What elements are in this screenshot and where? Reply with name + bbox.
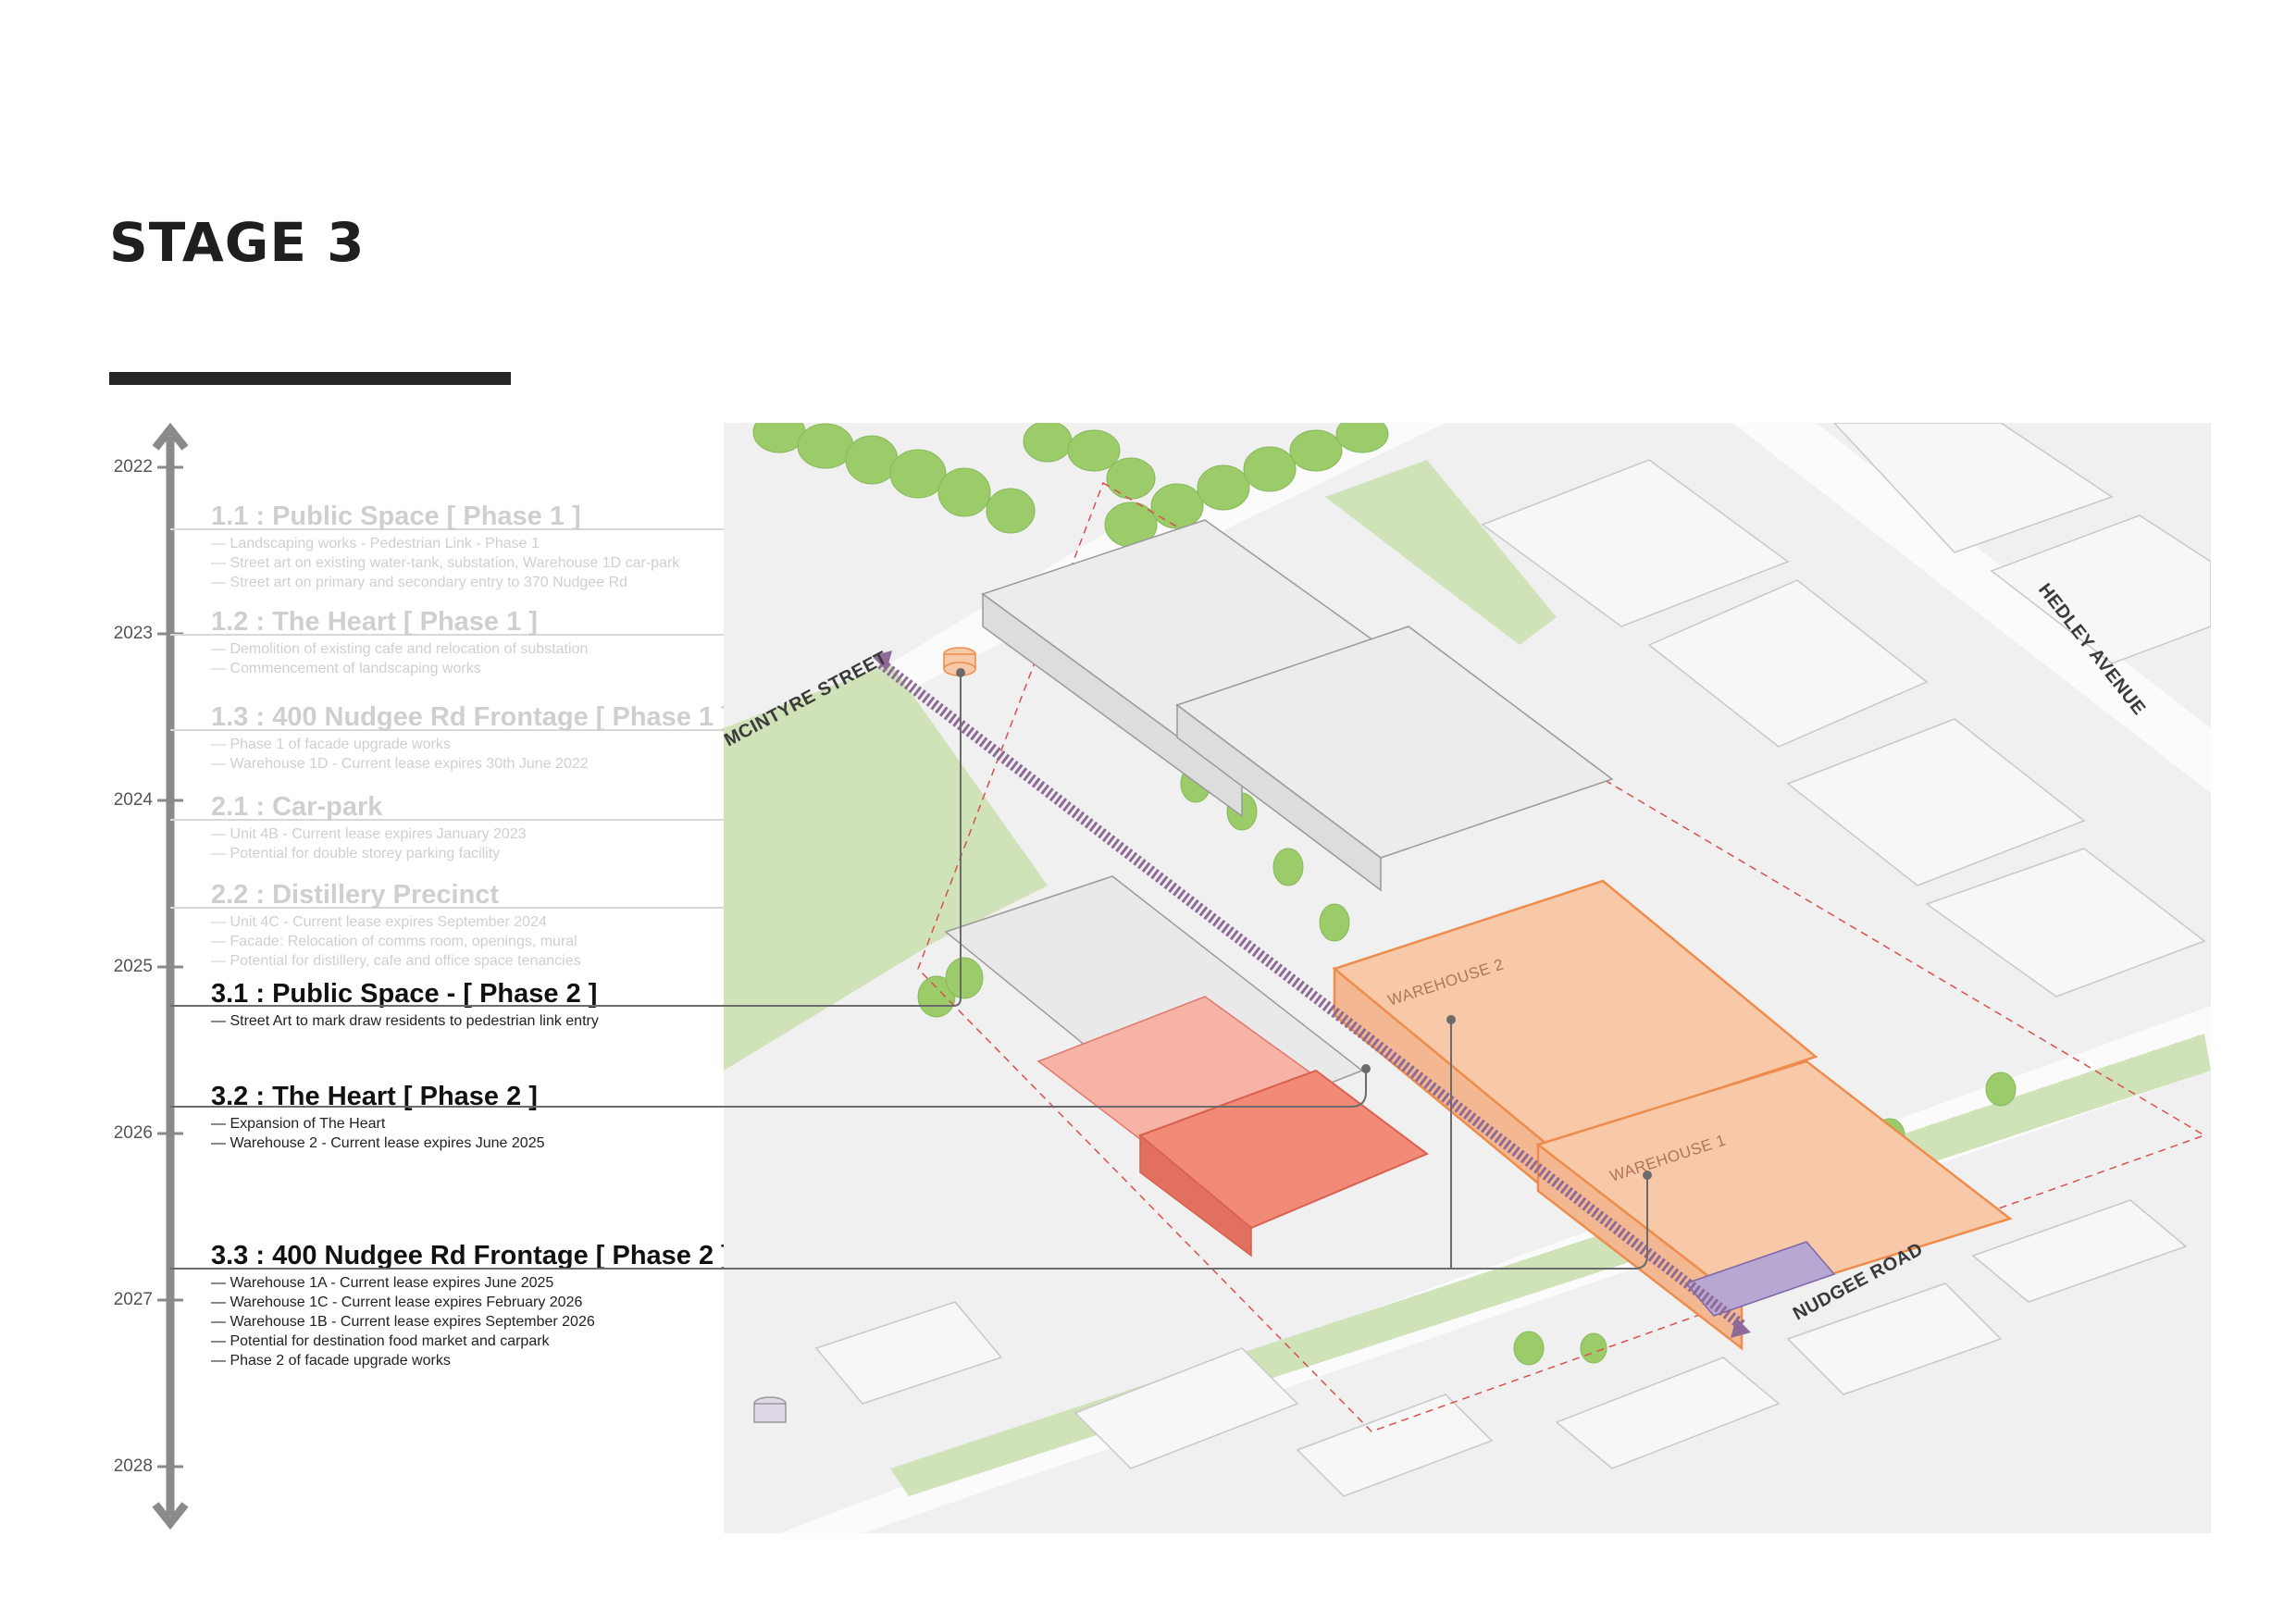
- year-label: 2028: [113, 1456, 153, 1476]
- timeline-arrow-down-icon: [152, 1502, 189, 1530]
- phase-item: Potential for double storey parking faci…: [211, 844, 527, 863]
- year-label: 2024: [113, 790, 153, 810]
- phase-title: 3.3 : 400 Nudgee Rd Frontage [ Phase 2 ]: [211, 1241, 730, 1270]
- context-blocks: [814, 423, 2211, 1497]
- phase-item: Landscaping works - Pedestrian Link - Ph…: [211, 534, 679, 553]
- page-title: STAGE 3: [109, 211, 366, 274]
- phase-title: 1.2 : The Heart [ Phase 1 ]: [211, 607, 538, 637]
- substation-icon: [753, 1396, 787, 1423]
- phase-item: Potential for destination food market an…: [211, 1332, 730, 1351]
- phase-item: Phase 1 of facade upgrade works: [211, 735, 730, 754]
- phase-item: Potential for distillery, cafe and offic…: [211, 951, 580, 971]
- phase-3-1: 3.1 : Public Space - [ Phase 2 ]Street A…: [211, 978, 599, 1031]
- water-tank-icon: [943, 647, 976, 676]
- phase-item: Warehouse 1C - Current lease expires Feb…: [211, 1293, 730, 1312]
- phase-title: 2.2 : Distillery Precinct: [211, 880, 500, 910]
- phase-item: Expansion of The Heart: [211, 1114, 545, 1134]
- phase-title: 1.1 : Public Space [ Phase 1 ]: [211, 502, 581, 531]
- phase-2-2: 2.2 : Distillery PrecinctUnit 4C - Curre…: [211, 879, 581, 971]
- grey-warehouses: [981, 519, 1614, 892]
- phase-item: Unit 4C - Current lease expires Septembe…: [211, 912, 581, 932]
- phase-3-3: 3.3 : 400 Nudgee Rd Frontage [ Phase 2 ]…: [211, 1240, 730, 1370]
- phase-item: Demolition of existing cafe and relocati…: [211, 639, 588, 659]
- phase-item: Warehouse 1B - Current lease expires Sep…: [211, 1312, 730, 1332]
- year-label: 2023: [113, 624, 153, 643]
- phase-item: Phase 2 of facade upgrade works: [211, 1351, 730, 1370]
- phase-item: Street Art to mark draw residents to ped…: [211, 1011, 598, 1031]
- year-label: 2022: [113, 457, 153, 477]
- phase-3-2: 3.2 : The Heart [ Phase 2 ] Expansion of …: [211, 1081, 545, 1153]
- phase-item: Street art on primary and secondary entr…: [211, 573, 679, 592]
- phase-1-2: 1.2 : The Heart [ Phase 1 ]Demolition of…: [211, 606, 588, 678]
- nudgee-frontage-facade: [1684, 1241, 1836, 1317]
- phase-title: 2.1 : Car-park: [211, 792, 383, 822]
- phase-title: 1.3 : 400 Nudgee Rd Frontage [ Phase 1 ]: [211, 702, 730, 732]
- phase-title: 3.2 : The Heart [ Phase 2 ]: [211, 1082, 538, 1111]
- year-label: 2026: [113, 1123, 153, 1143]
- site-boundary: [917, 481, 2206, 1432]
- phase-1-1: 1.1 : Public Space [ Phase 1 ] Landscapin…: [211, 501, 679, 592]
- phase-title: 3.1 : Public Space - [ Phase 2 ]: [211, 979, 598, 1009]
- year-label: 2025: [113, 957, 153, 976]
- year-label: 2027: [113, 1290, 153, 1309]
- phase-item: Warehouse 2 - Current lease expires June…: [211, 1134, 544, 1153]
- verge-green-1: [1325, 460, 1557, 645]
- phase-2-1: 2.1 : Car-parkUnit 4B - Current lease ex…: [211, 791, 527, 863]
- phase-1-3: 1.3 : 400 Nudgee Rd Frontage [ Phase 1 ]…: [211, 701, 730, 774]
- pedestrian-link-arrow-icon: [1731, 1318, 1751, 1338]
- pedestrian-link-arrow-icon: [872, 650, 892, 671]
- phase-item: Unit 4B - Current lease expires January …: [211, 824, 526, 844]
- timeline-arrow-up-icon: [152, 422, 189, 451]
- phase-item: Street art on existing water-tank, subst…: [211, 553, 679, 573]
- phase-item: Warehouse 1A - Current lease expires Jun…: [211, 1273, 730, 1293]
- phase-item: Facade: Relocation of comms room, openin…: [211, 932, 581, 951]
- phase-item: Commencement of landscaping works: [211, 659, 588, 678]
- title-rule: [109, 372, 511, 385]
- phase-item: Warehouse 1D - Current lease expires 30t…: [211, 754, 730, 774]
- site-axonometric-map: WAREHOUSE 2 WAREHOUSE 1 MCINTYRE STREET …: [724, 423, 2211, 1533]
- hedley-avenue-road: [1732, 423, 2211, 793]
